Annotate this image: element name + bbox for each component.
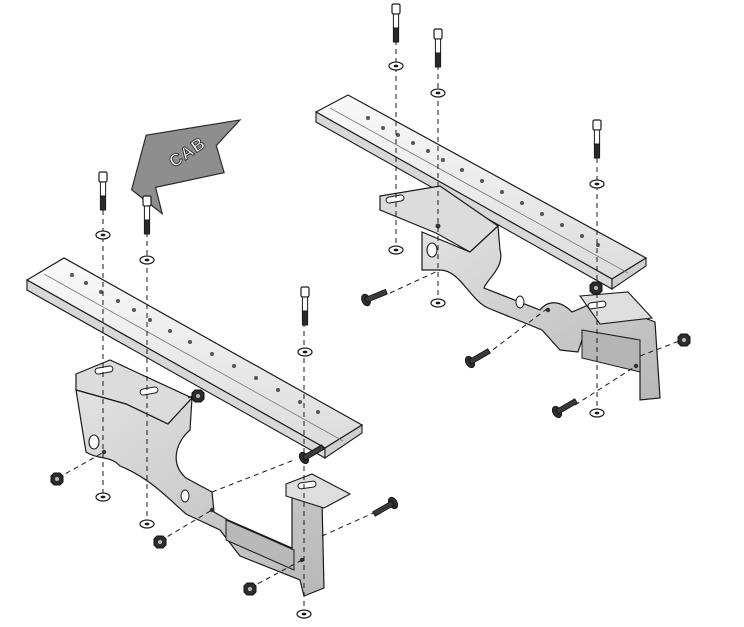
washer-icon xyxy=(95,492,111,502)
washer-icon xyxy=(296,609,312,619)
left-alignment-lines xyxy=(57,210,381,612)
washer-icon xyxy=(139,255,155,265)
nut-icon xyxy=(677,333,691,347)
bolt-icon xyxy=(98,171,108,211)
washer-icon xyxy=(430,88,446,98)
left-mounting-bracket xyxy=(75,359,352,597)
bolt-icon xyxy=(142,195,152,235)
nut-icon xyxy=(191,389,205,403)
carriage-bolt-icon xyxy=(463,345,493,370)
left-mounting-rail xyxy=(25,257,364,460)
right-mounting-rail xyxy=(314,94,648,291)
washer-icon xyxy=(589,179,605,189)
washer-icon xyxy=(139,519,155,529)
washer-icon xyxy=(388,61,404,71)
nut-icon xyxy=(243,582,257,596)
washer-icon xyxy=(388,245,404,255)
washer-icon xyxy=(589,408,605,418)
right-mounting-bracket xyxy=(379,185,661,401)
bolt-icon xyxy=(433,28,443,68)
cab-arrow-icon: CAB xyxy=(130,119,242,216)
bolt-icon xyxy=(391,3,401,43)
washer-icon xyxy=(297,347,313,357)
carriage-bolt-icon xyxy=(550,395,580,420)
washer-icon xyxy=(430,298,446,308)
bolt-icon xyxy=(300,286,310,326)
carriage-bolt-icon xyxy=(370,495,400,520)
nut-icon xyxy=(153,535,167,549)
nut-icon xyxy=(50,472,64,486)
left-rail-assembly xyxy=(25,171,400,619)
right-rail-assembly xyxy=(314,3,691,420)
nut-icon xyxy=(589,281,603,295)
washer-icon xyxy=(95,230,111,240)
bolt-icon xyxy=(592,119,602,159)
carriage-bolt-icon xyxy=(359,285,390,308)
